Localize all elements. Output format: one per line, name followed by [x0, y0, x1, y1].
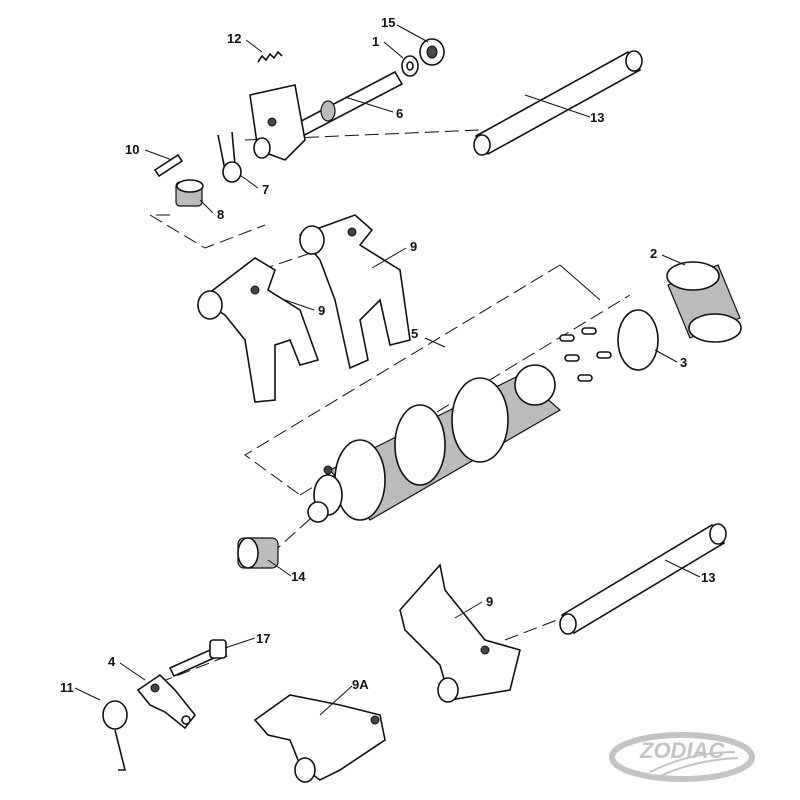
part-12-spring: [257, 50, 283, 63]
part-10-pin: [153, 153, 184, 178]
drum-pins: [559, 327, 612, 382]
part-3-retaining-ring: [617, 309, 659, 371]
part-4-lever: [136, 673, 197, 730]
part-9A-shift-fork: [253, 694, 386, 783]
label-part-6: 6: [396, 106, 403, 121]
part-13-shift-rod-upper: [473, 50, 643, 156]
label-part-4: 4: [108, 654, 116, 669]
part-13-shift-rod-lower: [559, 523, 727, 635]
label-part-3: 3: [680, 355, 687, 370]
part-9-shift-fork-left: [197, 257, 320, 403]
label-part-13-upper: 13: [590, 110, 604, 125]
part-11-spring: [102, 700, 128, 771]
label-part-13-lower: 13: [701, 570, 715, 585]
label-part-12: 12: [227, 31, 241, 46]
label-part-2: 2: [650, 246, 657, 261]
logo-text: ZODIAC: [639, 738, 725, 763]
label-part-10: 10: [125, 142, 139, 157]
part-17-bolt: [168, 639, 227, 678]
label-part-5: 5: [411, 326, 418, 341]
part-14-bushing: [237, 537, 279, 569]
part-5-shift-drum: [307, 364, 562, 523]
label-part-15: 15: [381, 15, 395, 30]
part-9-shift-fork-lower: [399, 563, 521, 703]
label-part-8: 8: [217, 207, 224, 222]
part-7-spring: [217, 131, 242, 183]
part-6-shifter-shaft: [249, 70, 404, 161]
label-part-9A: 9A: [352, 677, 369, 692]
part-2-needle-bearing: [666, 261, 742, 343]
zodiac-logo: ZODIAC: [609, 732, 755, 782]
label-part-17: 17: [256, 631, 270, 646]
part-15-bearing: [419, 38, 445, 66]
label-part-1: 1: [372, 34, 379, 49]
part-8-bushing: [175, 179, 204, 207]
label-part-9-lower: 9: [486, 594, 493, 609]
part-9-shift-fork-right: [298, 214, 411, 370]
part-1-washer: [401, 55, 419, 77]
label-part-7: 7: [262, 182, 269, 197]
label-part-11: 11: [60, 680, 74, 695]
label-part-9-left: 9: [318, 303, 325, 318]
label-part-14: 14: [291, 569, 306, 584]
leader-lines: [74, 24, 701, 716]
label-part-9-right: 9: [410, 239, 417, 254]
